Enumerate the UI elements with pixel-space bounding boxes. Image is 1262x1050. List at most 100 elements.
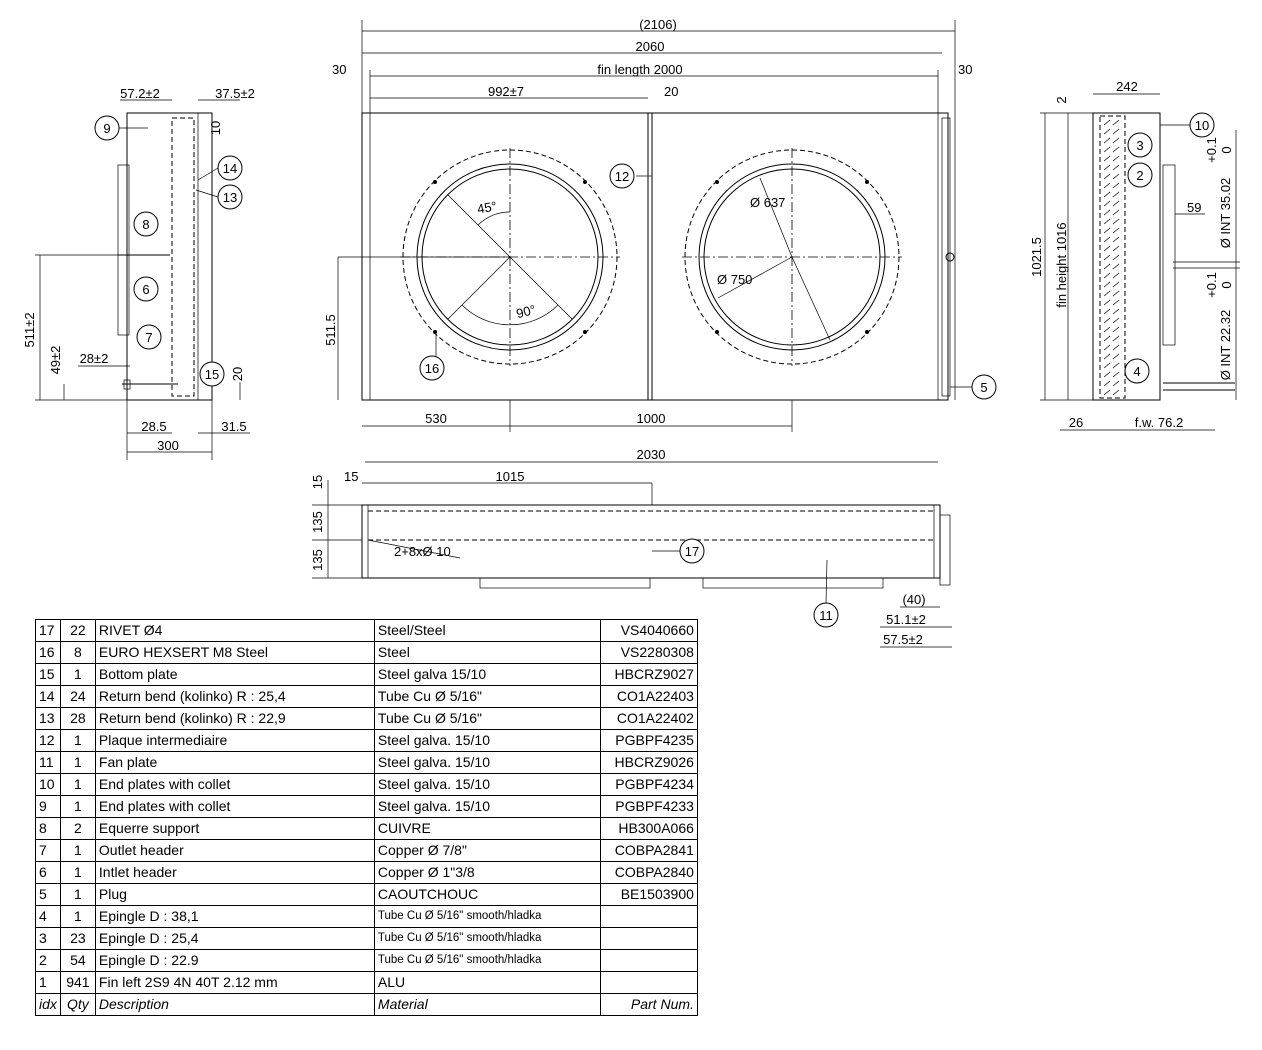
fin-tube-mark bbox=[1112, 146, 1120, 153]
material-cell: Material bbox=[373, 993, 601, 1016]
idx-cell: idx bbox=[35, 993, 61, 1016]
tol-zero: 0 bbox=[1219, 146, 1234, 153]
qty-cell: 1 bbox=[59, 729, 96, 752]
material-cell: Copper Ø 7/8" bbox=[373, 839, 601, 862]
left-side-view: 57.2±2 37.5±2 10 511±2 49±2 28±2 20 28.5… bbox=[22, 86, 255, 460]
fin-tube-mark bbox=[1103, 335, 1111, 342]
description-cell: Fin left 2S9 4N 40T 2.12 mm bbox=[94, 971, 375, 994]
idx-cell: 7 bbox=[35, 839, 61, 862]
svg-text:5: 5 bbox=[980, 380, 987, 395]
idx-cell: 4 bbox=[35, 905, 61, 928]
callout-17: 17 bbox=[679, 538, 705, 564]
qty-cell: 1 bbox=[59, 883, 96, 906]
part-number-cell: PGBPF4235 bbox=[599, 729, 698, 752]
callout-11: 11 bbox=[813, 602, 839, 628]
fin-tube-mark bbox=[1112, 290, 1120, 297]
dim-fan-diameter: Ø 637 bbox=[750, 195, 785, 210]
svg-text:9: 9 bbox=[103, 121, 110, 136]
dim-fan-height: 511.5 bbox=[323, 314, 338, 346]
description-cell: Epingle D : 38,1 bbox=[94, 905, 375, 928]
callout-15: 15 bbox=[199, 361, 225, 387]
part-number-cell: VS2280308 bbox=[599, 641, 698, 664]
qty-cell: 1 bbox=[59, 663, 96, 686]
material-cell: Steel galva. 15/10 bbox=[373, 729, 601, 752]
tol-plus: +0.1 bbox=[1204, 272, 1219, 298]
callout-9: 9 bbox=[94, 115, 120, 141]
dim-plate-width: 20 bbox=[664, 84, 678, 99]
fin-tube-mark bbox=[1103, 155, 1111, 162]
fin-tube-mark bbox=[1112, 236, 1120, 243]
fin-tube-mark bbox=[1103, 272, 1111, 279]
fin-tube-mark bbox=[1112, 191, 1120, 198]
dim-242: 242 bbox=[1116, 79, 1138, 94]
callout-7: 7 bbox=[136, 324, 162, 350]
fin-tube-mark bbox=[1112, 128, 1120, 135]
dim-59: 59 bbox=[1187, 200, 1201, 215]
dim-511: 511±2 bbox=[22, 312, 37, 347]
part-number-cell: HBCRZ9027 bbox=[599, 663, 698, 686]
fin-tube-mark bbox=[1112, 119, 1120, 126]
svg-text:10: 10 bbox=[1195, 118, 1209, 133]
svg-text:11: 11 bbox=[819, 608, 833, 623]
callout-14: 14 bbox=[217, 155, 243, 181]
material-cell: ALU bbox=[373, 971, 601, 994]
dim-holes: 2+8xØ 10 bbox=[394, 544, 451, 559]
callout-16: 16 bbox=[419, 355, 445, 381]
svg-text:4: 4 bbox=[1133, 364, 1140, 379]
qty-cell: 1 bbox=[59, 773, 96, 796]
fin-tube-mark bbox=[1112, 218, 1120, 225]
idx-cell: 17 bbox=[35, 619, 61, 642]
dim-1015: 1015 bbox=[496, 469, 525, 484]
dim-15-vertical: 15 bbox=[310, 475, 325, 489]
svg-text:13: 13 bbox=[223, 190, 237, 205]
fin-tube-mark bbox=[1112, 227, 1120, 234]
fin-tube-mark bbox=[1112, 353, 1120, 360]
material-cell: CAOUTCHOUC bbox=[373, 883, 601, 906]
fin-tube-mark bbox=[1103, 119, 1111, 126]
idx-cell: 11 bbox=[35, 751, 61, 774]
dim-casing-length: 2060 bbox=[636, 39, 665, 54]
fin-tube-mark bbox=[1112, 254, 1120, 261]
fin-tube-mark bbox=[1103, 191, 1111, 198]
bottom-view: 2030 15 1015 15 135 135 2+8xØ 10 (40) 51… bbox=[310, 447, 952, 648]
callout-6: 6 bbox=[133, 276, 159, 302]
dim-49: 49±2 bbox=[48, 346, 63, 375]
fin-tube-mark bbox=[1103, 173, 1111, 180]
qty-cell: Qty bbox=[59, 993, 96, 1016]
callout-8: 8 bbox=[133, 211, 159, 237]
callout-4: 4 bbox=[1124, 358, 1150, 384]
description-cell: EURO HEXSERT M8 Steel bbox=[94, 641, 375, 664]
description-cell: Epingle D : 22.9 bbox=[94, 949, 375, 972]
fin-tube-mark bbox=[1103, 236, 1111, 243]
fin-tube-mark bbox=[1103, 227, 1111, 234]
material-cell: Steel bbox=[373, 641, 601, 664]
idx-cell: 16 bbox=[35, 641, 61, 664]
fin-tube-mark bbox=[1103, 263, 1111, 270]
material-cell: Tube Cu Ø 5/16" smooth/hladka bbox=[373, 949, 601, 972]
fin-tube-mark bbox=[1103, 182, 1111, 189]
idx-cell: 14 bbox=[35, 685, 61, 708]
dim-57-5: 57.5±2 bbox=[883, 632, 923, 647]
part-number-cell: COBPA2841 bbox=[599, 839, 698, 862]
description-cell: Plug bbox=[94, 883, 375, 906]
qty-cell: 1 bbox=[59, 861, 96, 884]
description-cell: Outlet header bbox=[94, 839, 375, 862]
dim-fan-section: 992±7 bbox=[488, 84, 524, 99]
svg-text:6: 6 bbox=[142, 282, 149, 297]
fin-tube-mark bbox=[1103, 308, 1111, 315]
dim-2030: 2030 bbox=[637, 447, 666, 462]
fin-tube-mark bbox=[1103, 344, 1111, 351]
part-number-cell: VS4040660 bbox=[599, 619, 698, 642]
dim-ring-diameter: Ø 750 bbox=[717, 272, 752, 287]
angle-45: 45° bbox=[476, 198, 498, 216]
fin-tube-mark bbox=[1103, 326, 1111, 333]
fin-tube-mark bbox=[1112, 182, 1120, 189]
fin-tube-mark bbox=[1103, 380, 1111, 387]
dim-10: 10 bbox=[208, 121, 223, 135]
